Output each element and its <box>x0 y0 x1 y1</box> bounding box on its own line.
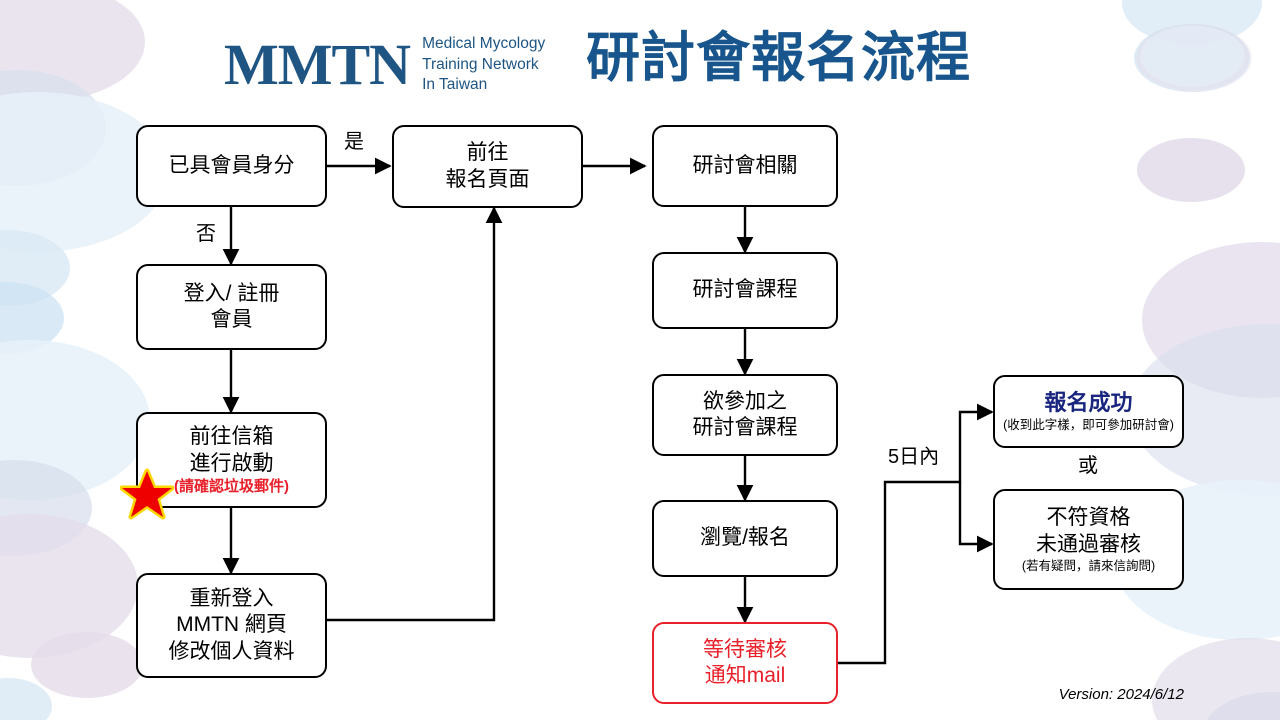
node-signup-page-line1: 前往 <box>466 141 509 165</box>
deco-ellipse <box>1140 25 1244 87</box>
node-rejected-note: (若有疑問，請來信詢問) <box>1021 558 1156 573</box>
deco-ellipse <box>1138 27 1248 91</box>
node-desired-course-line2: 研討會課程 <box>692 416 798 439</box>
node-browse-signup[interactable]: 瀏覽/報名 <box>652 500 838 577</box>
node-success[interactable]: 報名成功 (收到此字樣，即可參加研討會) <box>993 375 1184 448</box>
node-register-line2: 會員 <box>210 308 253 331</box>
deco-ellipse <box>1152 638 1280 720</box>
deco-ellipse <box>1137 24 1249 90</box>
node-rejected-line2: 未通過審核 <box>1036 532 1141 556</box>
node-success-note: (收到此字樣，即可參加研討會) <box>1003 417 1174 432</box>
node-await-review-line1: 等待審核 <box>703 637 787 661</box>
page-title: 研討會報名流程 <box>586 28 971 88</box>
logo-tagline-line3: In Taiwan <box>422 76 488 94</box>
node-desired-course-line1: 欲參加之 <box>703 389 787 413</box>
edge-await-to-rejected <box>958 482 994 553</box>
node-relogin-line2: MMTN 網頁 <box>176 613 287 637</box>
node-seminar-course-line1: 研討會課程 <box>692 278 798 302</box>
deco-ellipse <box>1142 242 1280 398</box>
node-desired-course[interactable]: 欲參加之 研討會課程 <box>652 374 838 456</box>
edge-await-to-success <box>838 403 994 665</box>
version-label: Version: 2024/6/12 <box>1058 686 1184 703</box>
edge-label-or: 或 <box>1078 455 1098 477</box>
deco-ellipse <box>1137 138 1245 202</box>
deco-ellipse <box>31 632 143 698</box>
deco-ellipse <box>0 282 64 354</box>
node-rejected-line1: 不符資格 <box>1046 506 1131 530</box>
node-signup-page[interactable]: 前往 報名頁面 <box>392 125 583 208</box>
node-browse-signup-line1: 瀏覽/報名 <box>700 526 790 550</box>
edge-label-within-five-days: 5日內 <box>888 446 940 468</box>
deco-ellipse <box>0 514 138 658</box>
node-member-status[interactable]: 已具會員身分 <box>136 125 327 207</box>
node-await-review[interactable]: 等待審核 通知mail <box>652 622 838 704</box>
node-member-status-line1: 已具會員身分 <box>168 153 295 177</box>
node-register[interactable]: 登入/ 註冊 會員 <box>136 264 327 350</box>
node-activate-mail-warning: (請確認垃圾郵件) <box>174 477 289 495</box>
deco-ellipse <box>1144 26 1240 84</box>
node-seminar-info-line1: 研討會相關 <box>692 153 798 177</box>
edge-relogin-to-signup <box>327 206 503 622</box>
node-relogin[interactable]: 重新登入 MMTN 網頁 修改個人資料 <box>136 573 327 678</box>
node-relogin-line3: 修改個人資料 <box>168 639 295 663</box>
deco-ellipse <box>1136 24 1252 92</box>
deco-ellipse <box>1122 0 1262 45</box>
logo-wordmark: MMTN <box>224 32 411 97</box>
deco-ellipse <box>1134 24 1250 92</box>
logo-tagline-line1: Medical Mycology <box>422 35 546 53</box>
node-seminar-info[interactable]: 研討會相關 <box>652 125 838 207</box>
node-seminar-course[interactable]: 研討會課程 <box>652 252 838 329</box>
deco-ellipse <box>0 92 168 252</box>
node-register-line1: 登入/ 註冊 <box>183 281 280 305</box>
mmtn-logo: MMTN Medical Mycology Training Network I… <box>224 30 564 100</box>
star-icon <box>120 468 174 520</box>
deco-ellipse <box>1206 692 1280 720</box>
deco-ellipse <box>0 230 70 306</box>
deco-ellipse <box>1145 26 1245 86</box>
deco-ellipse <box>0 678 52 720</box>
deco-ellipse <box>0 70 106 186</box>
node-await-review-line2: 通知mail <box>704 664 786 687</box>
deco-ellipse <box>0 0 145 102</box>
logo-tagline: Medical Mycology Training Network In Tai… <box>422 34 545 95</box>
deco-ellipse <box>1130 324 1280 496</box>
node-activate-mail-line2: 進行啟動 <box>189 451 274 475</box>
logo-tagline-line2: Training Network <box>422 55 539 73</box>
deco-ellipse <box>0 340 150 500</box>
node-rejected[interactable]: 不符資格 未通過審核 (若有疑問，請來信詢問) <box>993 489 1184 590</box>
node-signup-page-line2: 報名頁面 <box>445 167 530 191</box>
node-relogin-line1: 重新登入 <box>189 586 274 610</box>
node-activate-mail-line1: 前往信箱 <box>189 425 274 449</box>
deco-ellipse <box>0 460 92 556</box>
edge-label-yes: 是 <box>344 131 364 153</box>
node-success-heading: 報名成功 <box>1044 390 1133 416</box>
edge-label-no: 否 <box>196 223 216 245</box>
